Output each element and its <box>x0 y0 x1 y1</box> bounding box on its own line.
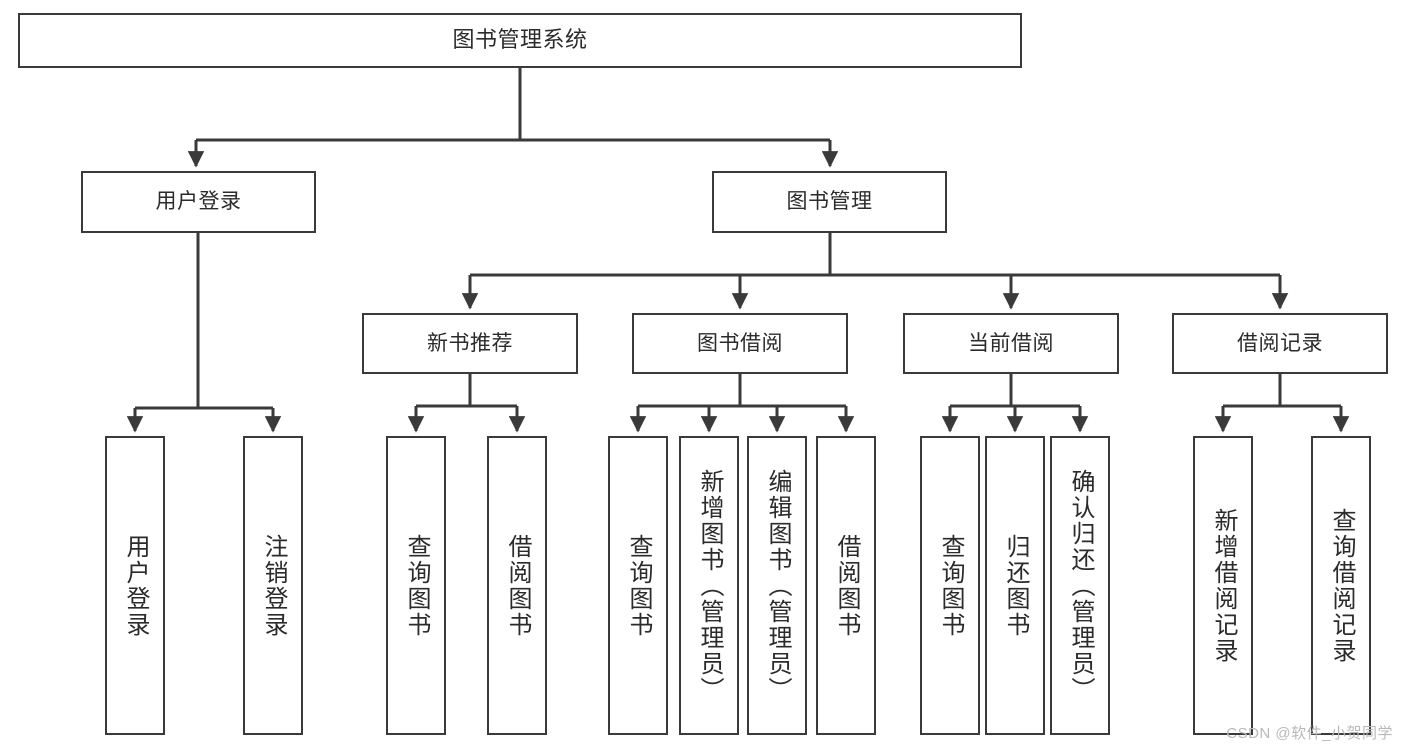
leaf-borrow-book[interactable]: 借阅图书 <box>816 436 876 735</box>
leaf-label: 借阅图书 <box>504 533 531 638</box>
node-root[interactable]: 图书管理系统 <box>18 13 1022 68</box>
leaf-query-borrow-record[interactable]: 查询借阅记录 <box>1311 436 1371 735</box>
leaf-label: 查询图书 <box>403 533 430 638</box>
leaf-confirm-return-admin[interactable]: 确认归还（管理员） <box>1050 436 1110 735</box>
node-root-label: 图书管理系统 <box>452 27 588 53</box>
leaf-query-book-new[interactable]: 查询图书 <box>386 436 446 735</box>
node-borrow-record[interactable]: 借阅记录 <box>1172 313 1388 374</box>
leaf-label: 注销登录 <box>260 533 287 638</box>
leaf-query-book-borrow[interactable]: 查询图书 <box>608 436 668 735</box>
leaf-label: 新增图书（管理员） <box>696 468 723 703</box>
leaf-label: 新增借阅记录 <box>1210 507 1237 664</box>
leaf-query-book-current[interactable]: 查询图书 <box>920 436 980 735</box>
leaf-add-borrow-record[interactable]: 新增借阅记录 <box>1193 436 1253 735</box>
leaf-label: 借阅图书 <box>833 533 860 638</box>
node-user-login[interactable]: 用户登录 <box>81 171 316 233</box>
leaf-label: 查询图书 <box>625 533 652 638</box>
leaf-add-book-admin[interactable]: 新增图书（管理员） <box>679 436 739 735</box>
leaf-logout-login[interactable]: 注销登录 <box>243 436 303 735</box>
node-borrow-record-label: 借阅记录 <box>1237 331 1323 355</box>
node-new-book-recommend[interactable]: 新书推荐 <box>362 313 578 374</box>
node-user-login-label: 用户登录 <box>155 190 242 214</box>
leaf-label: 确认归还（管理员） <box>1067 468 1094 703</box>
watermark: CSDN @软件_小贺同学 <box>1226 725 1393 742</box>
node-book-management[interactable]: 图书管理 <box>712 171 947 233</box>
leaf-label: 归还图书 <box>1002 533 1029 638</box>
leaf-borrow-book-new[interactable]: 借阅图书 <box>487 436 547 735</box>
node-book-borrow[interactable]: 图书借阅 <box>632 313 848 374</box>
node-current-borrow[interactable]: 当前借阅 <box>903 313 1119 374</box>
node-current-borrow-label: 当前借阅 <box>968 331 1054 355</box>
leaf-return-book[interactable]: 归还图书 <box>985 436 1045 735</box>
leaf-label: 查询借阅记录 <box>1328 507 1355 664</box>
leaf-edit-book-admin[interactable]: 编辑图书（管理员） <box>747 436 807 735</box>
node-new-book-recommend-label: 新书推荐 <box>427 331 513 355</box>
leaf-label: 编辑图书（管理员） <box>764 468 791 703</box>
leaf-label: 查询图书 <box>937 533 964 638</box>
node-book-management-label: 图书管理 <box>786 190 873 214</box>
leaf-label: 用户登录 <box>122 533 149 638</box>
leaf-user-login[interactable]: 用户登录 <box>105 436 165 735</box>
node-book-borrow-label: 图书借阅 <box>697 331 783 355</box>
